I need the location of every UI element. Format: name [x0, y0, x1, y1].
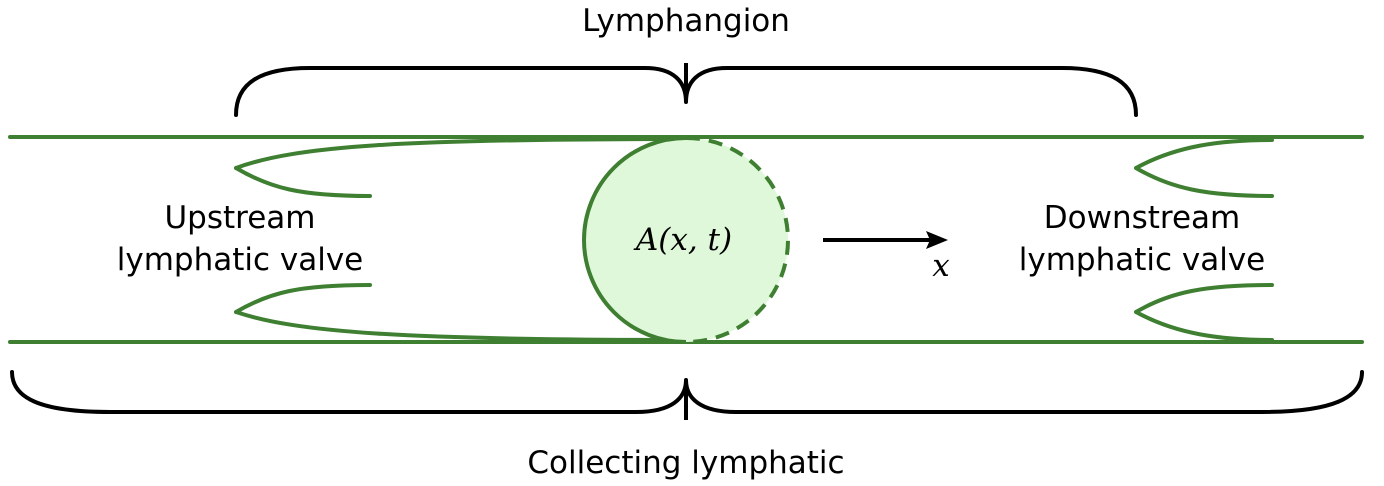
downstream-valve-label-line1: Downstream: [1043, 200, 1241, 236]
axis-x-symbol: x: [932, 248, 950, 284]
axis-arrow-head: [926, 231, 948, 249]
collecting-lymphatic-label: Collecting lymphatic: [527, 445, 845, 481]
downstream-valve-top-leaflet: [1134, 138, 1274, 198]
downstream-valve-label-line2: lymphatic valve: [1018, 242, 1266, 278]
cross-section-solid-boundary: [582, 136, 687, 344]
lymphangion-label: Lymphangion: [582, 3, 790, 39]
upstream-valve-bottom-leaflet: [234, 283, 688, 342]
cross-section-dashed-boundary: [685, 136, 790, 344]
cross-section-area: [584, 138, 788, 342]
upstream-valve-label-line1: Upstream: [164, 200, 316, 236]
upstream-valve-label-line2: lymphatic valve: [116, 242, 364, 278]
cross-section-area-symbol: A(x, t): [635, 222, 733, 258]
downstream-valve-bottom-leaflet: [1134, 283, 1274, 342]
upstream-valve-top-leaflet: [234, 137, 688, 198]
